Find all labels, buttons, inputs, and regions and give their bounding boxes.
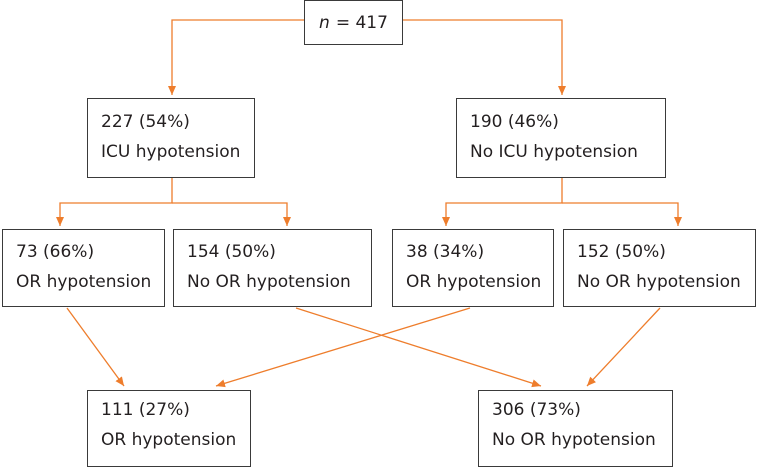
node-label: No OR hypotension bbox=[577, 272, 741, 292]
node-no-icu-no-or-hypotension: 152 (50%) No OR hypotension bbox=[563, 229, 756, 307]
node-label: No ICU hypotension bbox=[470, 142, 638, 162]
arrow-icu-to-no-or bbox=[172, 202, 291, 226]
node-label: No OR hypotension bbox=[187, 272, 351, 292]
arrow-no-icu-or-to-total-or bbox=[215, 307, 471, 388]
node-count: 190 (46%) bbox=[470, 112, 559, 132]
arrow-no-icu-no-or-to-total-no-or bbox=[586, 307, 661, 387]
arrow-icu-no-or-to-total-no-or bbox=[295, 307, 542, 388]
arrow-root-to-icu bbox=[168, 19, 304, 95]
connector-no-icu-stem bbox=[442, 178, 563, 226]
root-total-value: = 417 bbox=[335, 12, 388, 33]
node-no-icu-or-hypotension: 38 (34%) OR hypotension bbox=[392, 229, 554, 307]
node-icu-no-or-hypotension: 154 (50%) No OR hypotension bbox=[173, 229, 372, 307]
connector-icu-stem bbox=[56, 178, 173, 226]
root-n-symbol: n bbox=[319, 12, 330, 33]
node-label: OR hypotension bbox=[101, 430, 237, 450]
node-count: 154 (50%) bbox=[187, 242, 276, 262]
node-count: 73 (66%) bbox=[16, 242, 95, 262]
node-count: 111 (27%) bbox=[101, 400, 190, 420]
node-icu-or-hypotension: 73 (66%) OR hypotension bbox=[2, 229, 165, 307]
node-label: No OR hypotension bbox=[492, 430, 656, 450]
node-total-no-or-hypotension: 306 (73%) No OR hypotension bbox=[478, 390, 673, 467]
node-label: OR hypotension bbox=[406, 272, 542, 292]
node-icu-hypotension: 227 (54%) ICU hypotension bbox=[87, 98, 255, 178]
root-node-total: n = 417 bbox=[304, 0, 403, 45]
node-count: 227 (54%) bbox=[101, 112, 190, 132]
arrow-no-icu-to-no-or bbox=[562, 202, 682, 226]
node-count: 38 (34%) bbox=[406, 242, 485, 262]
arrow-root-to-no-icu bbox=[403, 19, 566, 95]
node-total-or-hypotension: 111 (27%) OR hypotension bbox=[87, 390, 251, 467]
arrow-icu-or-to-total-or bbox=[66, 307, 125, 387]
node-label: ICU hypotension bbox=[101, 142, 241, 162]
node-label: OR hypotension bbox=[16, 272, 152, 292]
node-no-icu-hypotension: 190 (46%) No ICU hypotension bbox=[456, 98, 666, 178]
node-count: 306 (73%) bbox=[492, 400, 581, 420]
node-count: 152 (50%) bbox=[577, 242, 666, 262]
